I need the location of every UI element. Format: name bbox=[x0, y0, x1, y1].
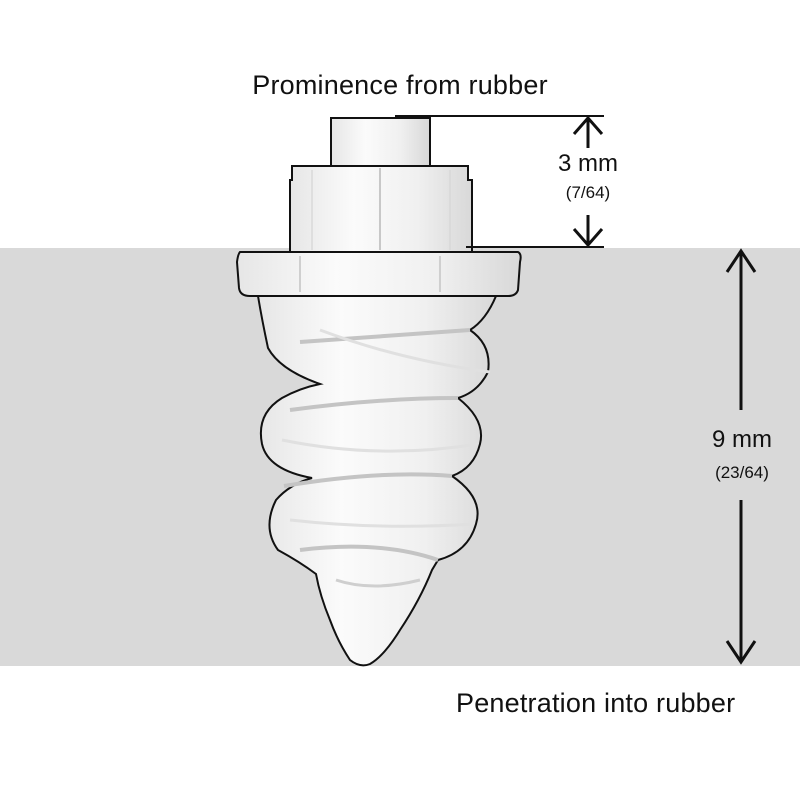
stud-thread bbox=[256, 295, 498, 667]
prominence-arrowhead-down bbox=[572, 228, 604, 248]
prominence-arrowhead-up bbox=[572, 115, 604, 135]
penetration-arrowhead-up bbox=[725, 248, 757, 273]
penetration-arrowhead-down bbox=[725, 640, 757, 665]
prominence-value-fraction: (7/64) bbox=[565, 183, 611, 202]
penetration-value: 9 mm bbox=[702, 426, 782, 454]
prominence-dimension bbox=[395, 115, 604, 248]
penetration-title: Penetration into rubber bbox=[456, 688, 736, 718]
stud-flange bbox=[235, 251, 522, 297]
prominence-title: Prominence from rubber bbox=[252, 70, 548, 100]
stud-hex-head bbox=[289, 165, 473, 253]
penetration-value-fraction: (23/64) bbox=[697, 463, 787, 483]
stud-cap bbox=[330, 117, 431, 169]
penetration-dimension bbox=[725, 248, 757, 665]
prominence-value: 3 mm bbox=[558, 150, 618, 177]
